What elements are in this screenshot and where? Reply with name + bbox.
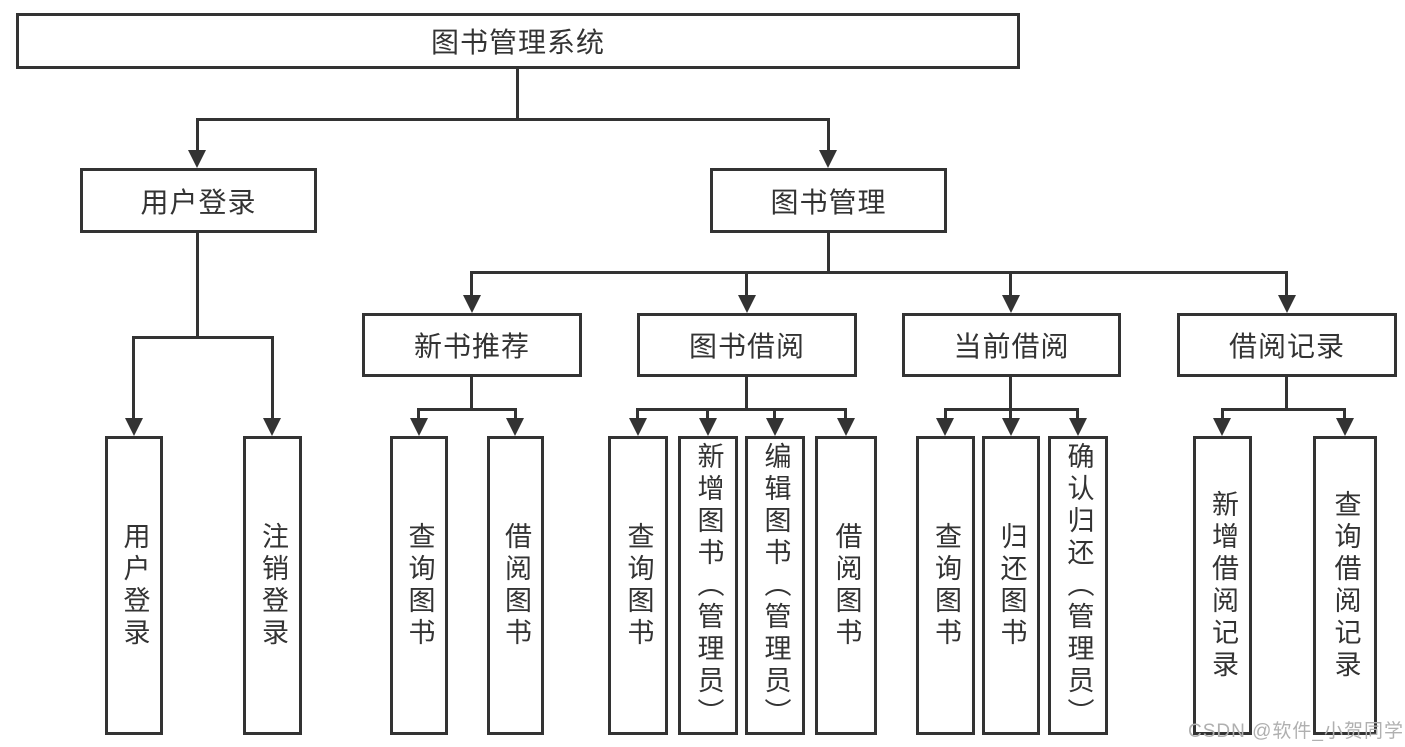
node-root: 图书管理系统: [16, 13, 1020, 69]
leaf-current-query-book-label: 查询图书: [931, 521, 961, 650]
connector-line: [470, 271, 1288, 274]
node-borrowing-records-label: 借阅记录: [1228, 331, 1345, 362]
node-book-borrowing-label: 图书借阅: [688, 331, 805, 362]
connector-line: [636, 408, 639, 420]
connector-line: [1285, 377, 1288, 408]
connector-line: [514, 408, 517, 420]
node-root-label: 图书管理系统: [430, 27, 605, 58]
connector-line: [773, 408, 776, 420]
leaf-current-return-book-label: 归还图书: [996, 521, 1027, 650]
connector-line: [844, 408, 847, 420]
connector-line: [745, 377, 748, 408]
node-user-login: 用户登录: [80, 168, 317, 233]
arrow-down-icon: [738, 295, 756, 313]
connector-line: [196, 118, 830, 121]
arrow-down-icon: [1002, 418, 1020, 436]
leaf-user-login-label: 用户登录: [119, 521, 150, 650]
arrow-down-icon: [410, 418, 428, 436]
arrow-down-icon: [699, 418, 717, 436]
arrow-down-icon: [263, 418, 281, 436]
connector-line: [745, 271, 748, 297]
arrow-down-icon: [125, 418, 143, 436]
connector-line: [1009, 271, 1012, 297]
node-book-borrowing: 图书借阅: [637, 313, 857, 377]
connector-line: [1285, 271, 1288, 297]
arrow-down-icon: [936, 418, 954, 436]
leaf-borrow-borrow-book-label: 借阅图书: [831, 521, 862, 650]
connector-line: [1009, 408, 1012, 420]
arrow-down-icon: [629, 418, 647, 436]
node-borrowing-records: 借阅记录: [1177, 313, 1397, 377]
arrow-down-icon: [1002, 295, 1020, 313]
arrow-down-icon: [1278, 295, 1296, 313]
node-book-management-label: 图书管理: [770, 186, 887, 218]
connector-line: [1221, 408, 1224, 420]
watermark: CSDN @软件_小贺同学: [1188, 721, 1404, 742]
connector-line: [417, 408, 420, 420]
leaf-borrow-add-book-admin-label: 新增图书（管理员）: [693, 441, 724, 730]
connector-line: [827, 233, 830, 271]
leaf-borrow-borrow-book: 借阅图书: [815, 436, 877, 735]
arrow-down-icon: [463, 295, 481, 313]
leaf-recommend-borrow-book: 借阅图书: [487, 436, 544, 735]
arrow-down-icon: [837, 418, 855, 436]
arrow-down-icon: [766, 418, 784, 436]
connector-line: [1343, 408, 1346, 420]
leaf-user-login: 用户登录: [105, 436, 163, 735]
connector-line: [132, 336, 274, 339]
connector-line: [636, 408, 847, 411]
arrow-down-icon: [1336, 418, 1354, 436]
connector-line: [470, 271, 473, 297]
leaf-recommend-query-book-label: 查询图书: [404, 521, 435, 650]
leaf-records-query-record-label: 查询借阅记录: [1330, 489, 1361, 682]
leaf-logout-label: 注销登录: [258, 521, 288, 650]
node-user-login-label: 用户登录: [140, 186, 257, 218]
leaf-current-confirm-return-admin: 确认归还（管理员）: [1048, 436, 1108, 735]
connector-line: [271, 336, 274, 420]
node-new-book-recommend-label: 新书推荐: [413, 331, 530, 362]
node-new-book-recommend: 新书推荐: [362, 313, 582, 377]
leaf-borrow-edit-book-admin-label: 编辑图书（管理员）: [760, 441, 791, 730]
connector-line: [196, 118, 199, 152]
leaf-logout: 注销登录: [243, 436, 302, 735]
leaf-records-query-record: 查询借阅记录: [1313, 436, 1377, 735]
leaf-current-return-book: 归还图书: [982, 436, 1040, 735]
node-book-management: 图书管理: [710, 168, 947, 233]
arrow-down-icon: [819, 150, 837, 168]
connector-line: [196, 233, 199, 336]
leaf-current-query-book: 查询图书: [916, 436, 975, 735]
leaf-records-add-record-label: 新增借阅记录: [1208, 489, 1238, 682]
connector-line: [1009, 377, 1012, 408]
connector-line: [1221, 408, 1346, 411]
node-current-borrowing-label: 当前借阅: [953, 331, 1070, 362]
leaf-recommend-borrow-book-label: 借阅图书: [501, 521, 531, 650]
arrow-down-icon: [1069, 418, 1087, 436]
leaf-borrow-query-book: 查询图书: [608, 436, 668, 735]
leaf-borrow-query-book-label: 查询图书: [623, 521, 654, 650]
arrow-down-icon: [188, 150, 206, 168]
connector-line: [706, 408, 709, 420]
leaf-borrow-edit-book-admin: 编辑图书（管理员）: [745, 436, 805, 735]
connector-line: [944, 408, 947, 420]
connector-line: [1076, 408, 1079, 420]
connector-line: [516, 69, 519, 118]
connector-line: [417, 408, 517, 411]
node-current-borrowing: 当前借阅: [902, 313, 1121, 377]
connector-line: [827, 118, 830, 152]
leaf-records-add-record: 新增借阅记录: [1193, 436, 1252, 735]
leaf-current-confirm-return-admin-label: 确认归还（管理员）: [1063, 441, 1094, 730]
leaf-recommend-query-book: 查询图书: [390, 436, 448, 735]
leaf-borrow-add-book-admin: 新增图书（管理员）: [678, 436, 738, 735]
connector-line: [132, 336, 135, 420]
arrow-down-icon: [1213, 418, 1231, 436]
connector-line: [470, 377, 473, 408]
arrow-down-icon: [506, 418, 524, 436]
